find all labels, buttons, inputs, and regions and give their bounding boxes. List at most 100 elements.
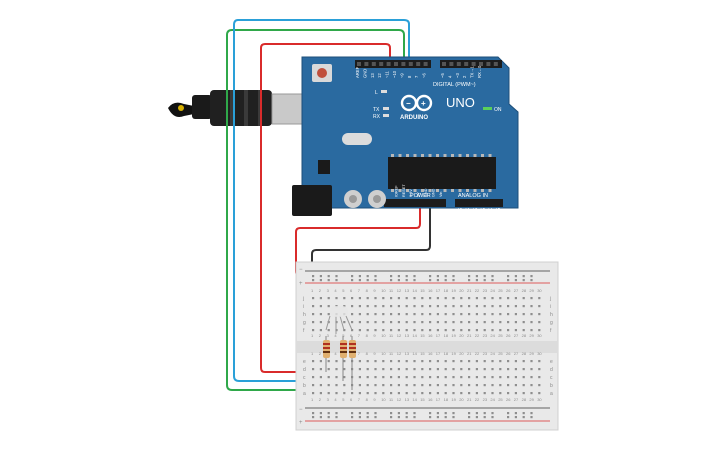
breadboard-hole[interactable] bbox=[382, 329, 385, 332]
breadboard-hole[interactable] bbox=[405, 275, 408, 278]
breadboard-hole[interactable] bbox=[538, 321, 541, 324]
breadboard-hole[interactable] bbox=[335, 275, 338, 278]
breadboard-hole[interactable] bbox=[319, 392, 322, 395]
breadboard-hole[interactable] bbox=[491, 360, 494, 363]
breadboard-hole[interactable] bbox=[413, 416, 416, 419]
breadboard-hole[interactable] bbox=[327, 297, 330, 300]
breadboard-hole[interactable] bbox=[436, 313, 439, 316]
breadboard-hole[interactable] bbox=[374, 329, 377, 332]
breadboard-hole[interactable] bbox=[475, 416, 478, 419]
breadboard-hole[interactable] bbox=[491, 412, 494, 415]
breadboard-hole[interactable] bbox=[436, 392, 439, 395]
breadboard-hole[interactable] bbox=[312, 412, 315, 415]
breadboard-hole[interactable] bbox=[483, 329, 486, 332]
breadboard-hole[interactable] bbox=[390, 412, 393, 415]
breadboard-hole[interactable] bbox=[483, 416, 486, 419]
arduino-uno-board[interactable]: − + ARDUINO UNO DIGITAL (PWM~) POWER ANA… bbox=[292, 56, 519, 216]
breadboard-hole[interactable] bbox=[366, 329, 369, 332]
breadboard-hole[interactable] bbox=[514, 329, 517, 332]
breadboard-hole[interactable] bbox=[421, 368, 424, 371]
breadboard-hole[interactable] bbox=[312, 392, 315, 395]
breadboard-hole[interactable] bbox=[351, 329, 354, 332]
breadboard-hole[interactable] bbox=[327, 416, 330, 419]
breadboard-hole[interactable] bbox=[507, 275, 510, 278]
breadboard-hole[interactable] bbox=[413, 329, 416, 332]
breadboard-hole[interactable] bbox=[405, 384, 408, 387]
breadboard-hole[interactable] bbox=[468, 416, 471, 419]
breadboard-hole[interactable] bbox=[405, 305, 408, 308]
breadboard-hole[interactable] bbox=[358, 305, 361, 308]
breadboard-hole[interactable] bbox=[343, 305, 346, 308]
breadboard-hole[interactable] bbox=[335, 279, 338, 282]
breadboard-hole[interactable] bbox=[429, 360, 432, 363]
breadboard-hole[interactable] bbox=[460, 360, 463, 363]
breadboard-hole[interactable] bbox=[522, 412, 525, 415]
breadboard-hole[interactable] bbox=[530, 313, 533, 316]
breadboard-hole[interactable] bbox=[327, 368, 330, 371]
breadboard-hole[interactable] bbox=[397, 313, 400, 316]
breadboard-hole[interactable] bbox=[483, 384, 486, 387]
breadboard-hole[interactable] bbox=[491, 279, 494, 282]
breadboard-hole[interactable] bbox=[507, 321, 510, 324]
breadboard-hole[interactable] bbox=[483, 376, 486, 379]
breadboard-hole[interactable] bbox=[460, 329, 463, 332]
breadboard-hole[interactable] bbox=[460, 305, 463, 308]
breadboard-hole[interactable] bbox=[514, 313, 517, 316]
breadboard-hole[interactable] bbox=[468, 279, 471, 282]
breadboard-hole[interactable] bbox=[522, 416, 525, 419]
breadboard-hole[interactable] bbox=[397, 279, 400, 282]
breadboard-hole[interactable] bbox=[522, 376, 525, 379]
breadboard-hole[interactable] bbox=[405, 297, 408, 300]
breadboard-hole[interactable] bbox=[452, 360, 455, 363]
breadboard-hole[interactable] bbox=[421, 321, 424, 324]
breadboard-hole[interactable] bbox=[460, 297, 463, 300]
breadboard-hole[interactable] bbox=[429, 412, 432, 415]
breadboard-hole[interactable] bbox=[335, 368, 338, 371]
breadboard-hole[interactable] bbox=[452, 297, 455, 300]
breadboard-hole[interactable] bbox=[452, 368, 455, 371]
breadboard-hole[interactable] bbox=[366, 392, 369, 395]
breadboard-hole[interactable] bbox=[436, 279, 439, 282]
breadboard-hole[interactable] bbox=[452, 412, 455, 415]
breadboard-hole[interactable] bbox=[507, 376, 510, 379]
breadboard-hole[interactable] bbox=[507, 392, 510, 395]
breadboard-hole[interactable] bbox=[319, 297, 322, 300]
breadboard[interactable]: − + − + 11112222333344445555666677778888… bbox=[295, 261, 559, 431]
breadboard-hole[interactable] bbox=[382, 297, 385, 300]
breadboard-hole[interactable] bbox=[413, 321, 416, 324]
breadboard-hole[interactable] bbox=[382, 376, 385, 379]
breadboard-hole[interactable] bbox=[530, 416, 533, 419]
breadboard-hole[interactable] bbox=[460, 376, 463, 379]
breadboard-hole[interactable] bbox=[312, 305, 315, 308]
breadboard-hole[interactable] bbox=[483, 279, 486, 282]
breadboard-hole[interactable] bbox=[499, 329, 502, 332]
breadboard-hole[interactable] bbox=[374, 376, 377, 379]
breadboard-hole[interactable] bbox=[491, 416, 494, 419]
breadboard-hole[interactable] bbox=[405, 360, 408, 363]
breadboard-hole[interactable] bbox=[312, 321, 315, 324]
breadboard-hole[interactable] bbox=[530, 279, 533, 282]
breadboard-hole[interactable] bbox=[382, 392, 385, 395]
breadboard-hole[interactable] bbox=[444, 329, 447, 332]
breadboard-hole[interactable] bbox=[390, 384, 393, 387]
breadboard-hole[interactable] bbox=[522, 321, 525, 324]
breadboard-hole[interactable] bbox=[483, 412, 486, 415]
breadboard-hole[interactable] bbox=[538, 392, 541, 395]
breadboard-hole[interactable] bbox=[460, 392, 463, 395]
breadboard-hole[interactable] bbox=[390, 368, 393, 371]
breadboard-hole[interactable] bbox=[319, 279, 322, 282]
breadboard-hole[interactable] bbox=[483, 275, 486, 278]
breadboard-hole[interactable] bbox=[382, 368, 385, 371]
breadboard-hole[interactable] bbox=[429, 368, 432, 371]
breadboard-hole[interactable] bbox=[366, 360, 369, 363]
breadboard-hole[interactable] bbox=[413, 279, 416, 282]
breadboard-hole[interactable] bbox=[366, 412, 369, 415]
breadboard-hole[interactable] bbox=[499, 376, 502, 379]
breadboard-hole[interactable] bbox=[390, 279, 393, 282]
breadboard-hole[interactable] bbox=[405, 279, 408, 282]
breadboard-hole[interactable] bbox=[343, 384, 346, 387]
breadboard-hole[interactable] bbox=[319, 321, 322, 324]
breadboard-hole[interactable] bbox=[358, 360, 361, 363]
breadboard-hole[interactable] bbox=[366, 305, 369, 308]
breadboard-hole[interactable] bbox=[366, 384, 369, 387]
